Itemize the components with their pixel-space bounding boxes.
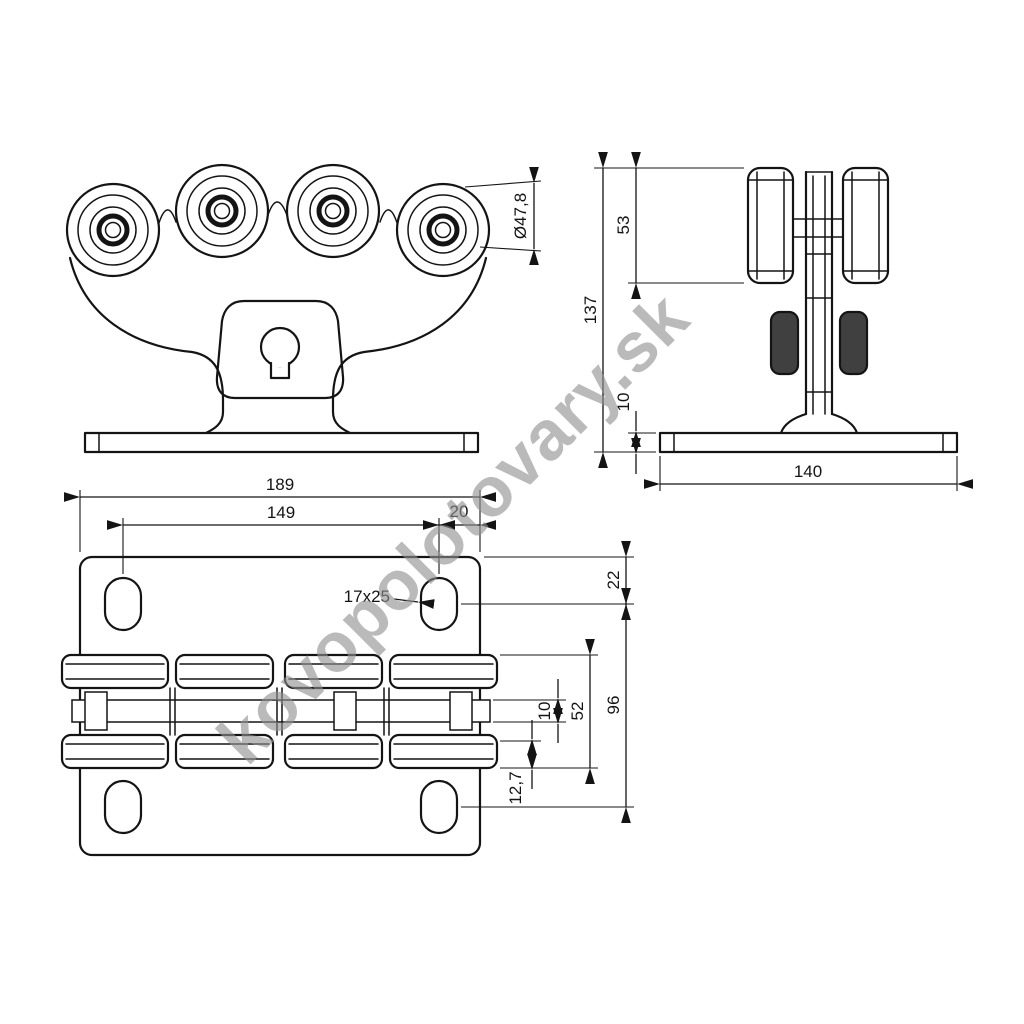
- front-roller-3: [285, 163, 381, 259]
- plan-slot-top-left: [103, 576, 143, 632]
- plan-center-web: [71, 699, 491, 723]
- side-dimensions: 53 137 10 140: [581, 151, 974, 491]
- front-dim-roller-diameter-label: Ø47,8: [511, 193, 530, 239]
- plan-dimensions-right: 22 96 52 10 12,7: [461, 540, 634, 824]
- side-dim-base-length-label: 140: [794, 462, 822, 481]
- front-roller-2: [174, 163, 270, 259]
- side-foot: [779, 412, 859, 435]
- side-column: [804, 170, 834, 416]
- plan-roller-row-top: [60, 653, 499, 690]
- front-roller-1: [65, 182, 161, 278]
- plan-slot-size-leader: 17x25: [344, 587, 435, 609]
- side-dim-roller-height-label: 53: [614, 216, 633, 235]
- front-bracket: [215, 299, 345, 400]
- front-view: Ø47,8: [65, 163, 542, 454]
- front-keyhole: [259, 326, 301, 380]
- plan-slot-bottom-right: [419, 779, 459, 835]
- plan-dim-web-label: 10: [535, 702, 554, 721]
- plan-dim-roller-width-label: 12,7: [506, 771, 525, 804]
- plan-dim-slot-size-label: 17x25: [344, 587, 390, 606]
- plan-view: 189 149 20 17x25 22 96 52: [60, 475, 634, 857]
- plan-slot-bottom-left: [103, 779, 143, 835]
- side-lower-roller-left: [769, 310, 800, 376]
- side-view: 53 137 10 140: [581, 151, 974, 491]
- plan-hub-3: [449, 691, 473, 731]
- plan-dim-top-edge-label: 22: [604, 571, 623, 590]
- plan-hub-1: [84, 691, 108, 731]
- side-base-plate: [658, 431, 959, 454]
- front-dim-roller-diameter: Ø47,8: [464, 166, 542, 266]
- plan-dim-hole-pitch-vertical-label: 96: [604, 696, 623, 715]
- plan-hub-2: [333, 691, 357, 731]
- plan-axle-connectors: [169, 687, 390, 736]
- plan-dim-edge-offset-label: 20: [450, 502, 469, 521]
- side-dim-plate-thickness-label: 10: [614, 393, 633, 412]
- side-wheel-left: [746, 166, 795, 285]
- plan-dimensions-top: 189 149 20: [63, 475, 497, 574]
- side-wheel-right: [841, 166, 890, 285]
- plan-dim-hole-pitch-label: 149: [267, 503, 295, 522]
- side-lower-roller-right: [838, 310, 869, 376]
- plan-dim-overall-length-label: 189: [266, 475, 294, 494]
- side-dim-total-height-label: 137: [581, 296, 600, 324]
- front-base-plate: [83, 431, 480, 454]
- plan-roller-row-bottom: [60, 733, 499, 770]
- plan-dim-roller-block-label: 52: [568, 702, 587, 721]
- front-roller-4: [395, 182, 491, 278]
- front-body-outline: [68, 201, 488, 435]
